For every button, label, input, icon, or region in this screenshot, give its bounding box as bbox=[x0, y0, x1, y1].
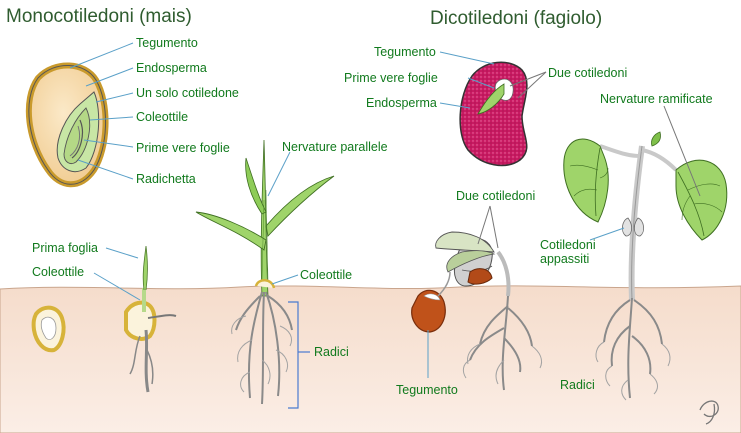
label-mono-prime-vere-foglie: Prime vere foglie bbox=[136, 141, 230, 155]
label-mono-endosperma: Endosperma bbox=[136, 61, 207, 75]
dicot-sprout-leaders bbox=[477, 205, 499, 249]
label-dicot-prime-vere-foglie: Prime vere foglie bbox=[344, 71, 438, 85]
label-dicot-due-cotiledoni-sprout: Due cotiledoni bbox=[456, 189, 536, 203]
label-dicot-cotiledoni-appassiti: Cotiledoni appassiti bbox=[540, 238, 596, 266]
mono-seed-leaders bbox=[69, 42, 134, 180]
maize-seed-in-soil bbox=[31, 305, 66, 353]
label-dicot-radici: Radici bbox=[560, 378, 595, 392]
label-mono-coleottile-plant: Coleottile bbox=[300, 268, 353, 282]
label-mono-prima-foglia: Prima foglia bbox=[32, 241, 98, 255]
label-mono-coleottile-sprout: Coleottile bbox=[32, 265, 85, 279]
label-dicot-nervature-ramificate: Nervature ramificate bbox=[600, 92, 713, 106]
label-mono-un-solo-cotiledone: Un solo cotiledone bbox=[136, 86, 239, 100]
mono-plant-leaders bbox=[267, 151, 299, 285]
label-dicot-due-cotiledoni-seed: Due cotiledoni bbox=[548, 66, 628, 80]
maize-seed bbox=[25, 62, 109, 188]
bean-mature-plant bbox=[563, 131, 728, 401]
label-mono-coleottile-seed: Coleottile bbox=[136, 110, 189, 124]
label-dicot-tegumento-seed: Tegumento bbox=[374, 45, 436, 59]
dicot-title: Dicotiledoni (fagiolo) bbox=[430, 8, 603, 29]
bean-germinating bbox=[435, 231, 543, 391]
signature-mark-icon bbox=[699, 400, 719, 425]
soil-ground bbox=[0, 285, 741, 433]
label-mono-radici: Radici bbox=[314, 345, 349, 359]
maize-germinating bbox=[124, 245, 177, 393]
dicot-seed-leaders bbox=[439, 51, 495, 109]
dicot-seed-cotyledon-leaders bbox=[509, 71, 547, 99]
label-dicot-endosperma: Endosperma bbox=[366, 96, 437, 110]
maize-young-plant bbox=[195, 139, 335, 409]
label-mono-radichetta: Radichetta bbox=[136, 172, 196, 186]
bean-seed bbox=[459, 61, 528, 167]
dicot-plant-leaders bbox=[663, 105, 701, 197]
monocot-title: Monocotiledoni (mais) bbox=[6, 6, 192, 27]
bean-seed-in-soil bbox=[411, 271, 451, 333]
mono-sprout-leaders bbox=[93, 247, 141, 301]
label-dicot-tegumento-ground: Tegumento bbox=[396, 383, 458, 397]
label-mono-tegumento: Tegumento bbox=[136, 36, 198, 50]
dicot-cotyledon-leaders bbox=[589, 227, 625, 241]
label-mono-nervature-parallele: Nervature parallele bbox=[282, 140, 388, 154]
